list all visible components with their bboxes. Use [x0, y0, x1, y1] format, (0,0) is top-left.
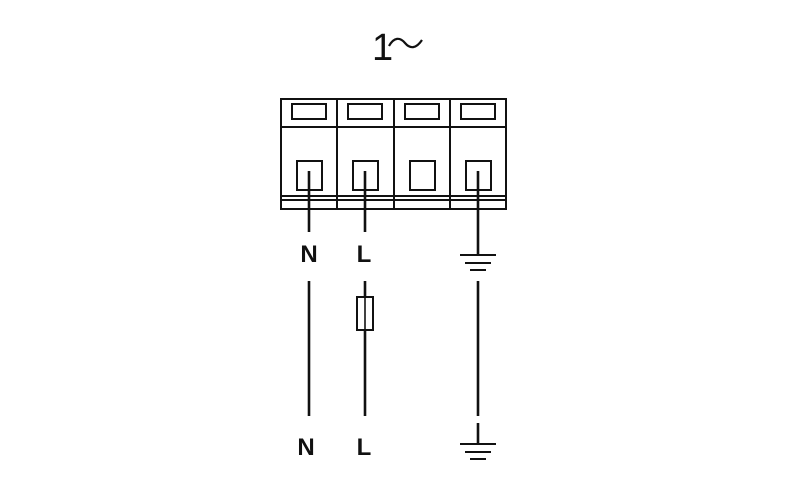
supply-label: 1 — [372, 27, 423, 69]
supply-digit: 1 — [372, 27, 393, 69]
terminal-2-slot — [347, 103, 383, 120]
alternating-current-icon — [388, 37, 423, 49]
line-label-bottom: L — [357, 434, 372, 461]
ground-icon — [460, 443, 496, 460]
terminal-3-screw — [409, 160, 436, 191]
fuse-icon — [356, 296, 374, 331]
terminal-4-slot — [460, 103, 496, 120]
terminal-block — [280, 98, 507, 210]
line-label-top: L — [357, 241, 372, 268]
neutral-label-bottom: N — [297, 434, 314, 461]
ground-icon — [460, 254, 496, 271]
terminal-1-slot — [291, 103, 327, 120]
terminal-3-slot — [404, 103, 440, 120]
neutral-label-top: N — [300, 241, 317, 268]
